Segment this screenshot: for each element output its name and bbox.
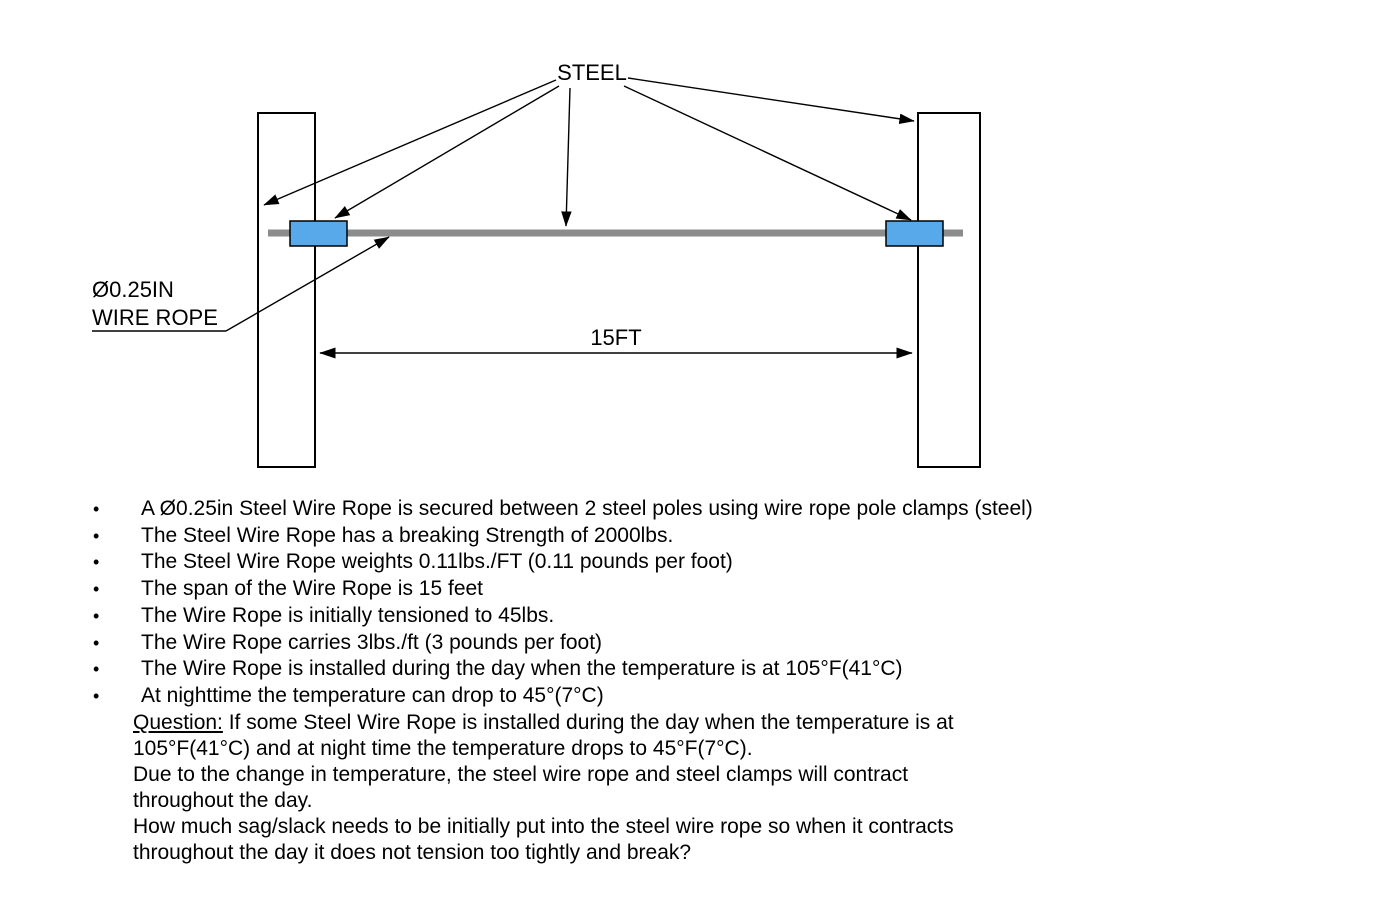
steel-leader-left-pole [263, 79, 557, 206]
bullet-text: The Wire Rope carries 3lbs./ft (3 pounds… [141, 630, 603, 654]
spec-bullet-list: • A Ø0.25in Steel Wire Rope is secured b… [93, 496, 1373, 710]
steel-leader-left-clamp [334, 85, 560, 219]
wire-rope-label: WIRE ROPE [92, 305, 218, 330]
question-line: throughout the day. [133, 789, 313, 812]
bullet-dot: • [93, 605, 100, 626]
question-line: 105°F(41°C) and at night time the temper… [133, 737, 753, 760]
question-line: Question: If some Steel Wire Rope is ins… [133, 710, 1353, 736]
list-item: • The span of the Wire Rope is 15 feet [93, 576, 1373, 603]
steel-leader-right-clamp [623, 85, 912, 221]
bullet-dot: • [93, 552, 100, 573]
left-wire-clamp [289, 220, 348, 247]
span-dimension-label: 15FT [590, 325, 641, 350]
bullet-text: The Wire Rope is initially tensioned to … [141, 603, 555, 627]
question-label: Question: [133, 711, 223, 734]
bullet-dot: • [93, 499, 100, 519]
bullet-dot: • [93, 632, 100, 653]
bullet-text: The Steel Wire Rope weights 0.11lbs./FT … [141, 550, 733, 574]
right-wire-clamp [885, 220, 944, 247]
right-steel-pole [917, 112, 981, 468]
steel-leader-right-pole [627, 77, 915, 125]
list-item: • The Wire Rope carries 3lbs./ft (3 poun… [93, 630, 1373, 657]
bullet-text: The span of the Wire Rope is 15 feet [141, 577, 484, 601]
list-item: • A Ø0.25in Steel Wire Rope is secured b… [93, 496, 1373, 523]
bullet-text: The Steel Wire Rope has a breaking Stren… [141, 523, 674, 547]
technical-diagram: STEEL Ø0.25IN WIRE ROPE 15FT [92, 60, 981, 468]
question-line: Due to the change in temperature, the st… [133, 763, 909, 786]
question-block: Question: If some Steel Wire Rope is ins… [133, 710, 1353, 866]
steel-leader-wire [561, 87, 572, 227]
wire-rope-diameter-label: Ø0.25IN [92, 277, 174, 302]
bullet-text: At nighttime the temperature can drop to… [141, 683, 604, 707]
question-line: How much sag/slack needs to be initially… [133, 815, 954, 838]
bullet-text: A Ø0.25in Steel Wire Rope is secured bet… [141, 497, 1033, 520]
list-item: • The Steel Wire Rope weights 0.11lbs./F… [93, 549, 1373, 576]
bullet-dot: • [93, 579, 100, 600]
wire-rope-leader [225, 236, 390, 332]
list-item: • The Steel Wire Rope has a breaking Str… [93, 523, 1373, 550]
bullet-text: The Wire Rope is installed during the da… [141, 657, 903, 681]
question-line: throughout the day it does not tension t… [133, 841, 692, 864]
question-text: If some Steel Wire Rope is installed dur… [222, 711, 954, 734]
list-item: • At nighttime the temperature can drop … [93, 683, 1373, 710]
steel-label: STEEL [557, 60, 627, 85]
list-item: • The Wire Rope is installed during the … [93, 656, 1373, 683]
bullet-dot: • [93, 525, 100, 546]
list-item: • The Wire Rope is initially tensioned t… [93, 603, 1373, 630]
bullet-dot: • [93, 685, 100, 706]
bullet-dot: • [93, 659, 100, 680]
left-steel-pole [257, 112, 316, 468]
